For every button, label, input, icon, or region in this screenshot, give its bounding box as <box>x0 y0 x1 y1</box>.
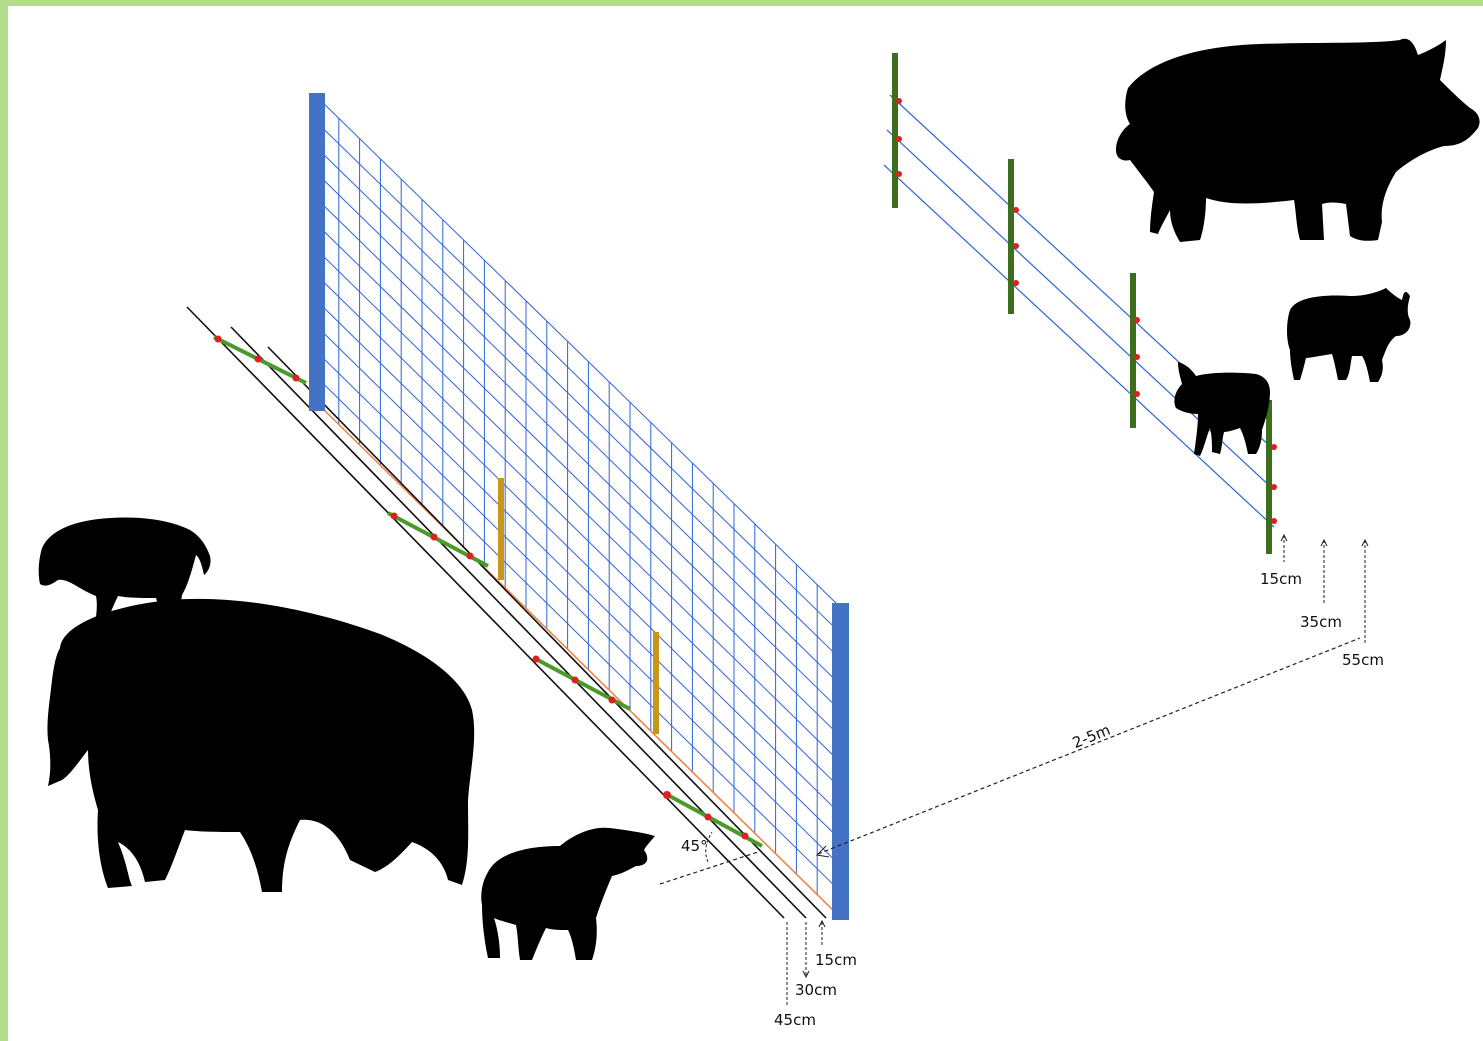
mesh-horizontal-wire <box>317 378 839 890</box>
electric-wire-45cm <box>186 306 785 919</box>
angle-label: 45° <box>681 837 708 855</box>
insulator-dot <box>1271 518 1277 524</box>
insulator-dot <box>663 791 671 799</box>
height-label-45cm: 45cm <box>774 1011 816 1029</box>
mesh-horizontal-wire <box>317 250 839 761</box>
height-indicators-main: 15cm 30cm 45cm <box>774 919 857 1029</box>
secondary-wire-15cm <box>883 164 1275 528</box>
insulator-dot <box>1013 243 1019 249</box>
mesh-horizontal-wire <box>317 199 839 709</box>
secondary-height-label-55cm: 55cm <box>1342 651 1384 669</box>
offset-bracket <box>532 655 631 711</box>
mesh-horizontal-wire <box>317 352 839 864</box>
insulator-dot <box>896 98 902 104</box>
insulator-dot <box>1134 354 1140 360</box>
height-label-15cm: 15cm <box>815 951 857 969</box>
fence-end-post-left <box>309 93 325 411</box>
green-post <box>892 53 898 208</box>
insulator-dot <box>532 655 540 663</box>
green-post <box>1266 400 1272 554</box>
mesh-bottom-wire <box>317 403 839 916</box>
insulator-dot <box>390 512 398 520</box>
insulator-dot <box>292 374 300 382</box>
insulator-dot <box>1271 444 1277 450</box>
insulator-dot <box>608 696 616 704</box>
insulator-dot <box>1134 391 1140 397</box>
insulator-dot <box>741 832 749 840</box>
distance-indicator: 2-5m <box>815 637 1361 858</box>
insulator-dot <box>1013 207 1019 213</box>
fence-end-post-right <box>832 603 849 920</box>
mesh-horizontal-wire <box>317 174 839 683</box>
boar-piglet-icon <box>481 827 655 960</box>
mesh-horizontal-wire <box>317 148 839 658</box>
insulator-dot <box>466 552 474 560</box>
offset-brackets <box>213 335 763 848</box>
height-label-30cm: 30cm <box>795 981 837 999</box>
mesh-horizontal-wire <box>317 225 839 735</box>
domestic-piglet-icon <box>1174 362 1270 456</box>
offset-bracket <box>387 511 489 568</box>
domestic-pig-icon <box>1116 38 1480 243</box>
insulator-dot <box>896 136 902 142</box>
electric-wire-15cm <box>267 346 827 919</box>
green-post <box>1130 273 1136 428</box>
insulator-dot <box>1013 280 1019 286</box>
mesh-horizontal-wire <box>317 276 839 787</box>
secondary-height-label-15cm: 15cm <box>1260 570 1302 588</box>
brace-post <box>653 632 659 734</box>
angle-indicator: 45° <box>659 831 759 885</box>
mesh-horizontal-wire <box>317 97 839 606</box>
distance-label: 2-5m <box>1070 721 1113 752</box>
domestic-piglet-icon <box>1287 288 1411 382</box>
mesh-horizontal-wire <box>317 327 839 838</box>
wild-boar-icon <box>47 598 475 892</box>
insulator-dot <box>254 355 262 363</box>
insulator-dot <box>1134 317 1140 323</box>
secondary-electric-fence <box>883 53 1277 554</box>
insulator-dot <box>1271 484 1277 490</box>
mesh-horizontal-wire <box>317 123 839 632</box>
mesh-horizontal-wire <box>317 301 839 813</box>
secondary-height-label-35cm: 35cm <box>1300 613 1342 631</box>
fence-diagram: 45° 15cm 30cm 45cm 2-5m <box>38 38 1480 1029</box>
green-post <box>1008 159 1014 314</box>
insulator-dot <box>704 813 712 821</box>
insulator-dot <box>430 533 438 541</box>
boar-piglet-icon <box>38 517 211 632</box>
secondary-wire-35cm <box>886 129 1275 491</box>
offset-bracket <box>213 335 307 385</box>
offset-bracket <box>663 791 763 848</box>
insulator-dot <box>571 676 579 684</box>
insulator-dot <box>214 335 222 343</box>
brace-post <box>498 478 504 580</box>
height-indicators-secondary: 15cm 35cm 55cm <box>1260 533 1384 669</box>
diagram-frame: 45° 15cm 30cm 45cm 2-5m <box>8 6 1483 1041</box>
insulator-dot <box>896 171 902 177</box>
